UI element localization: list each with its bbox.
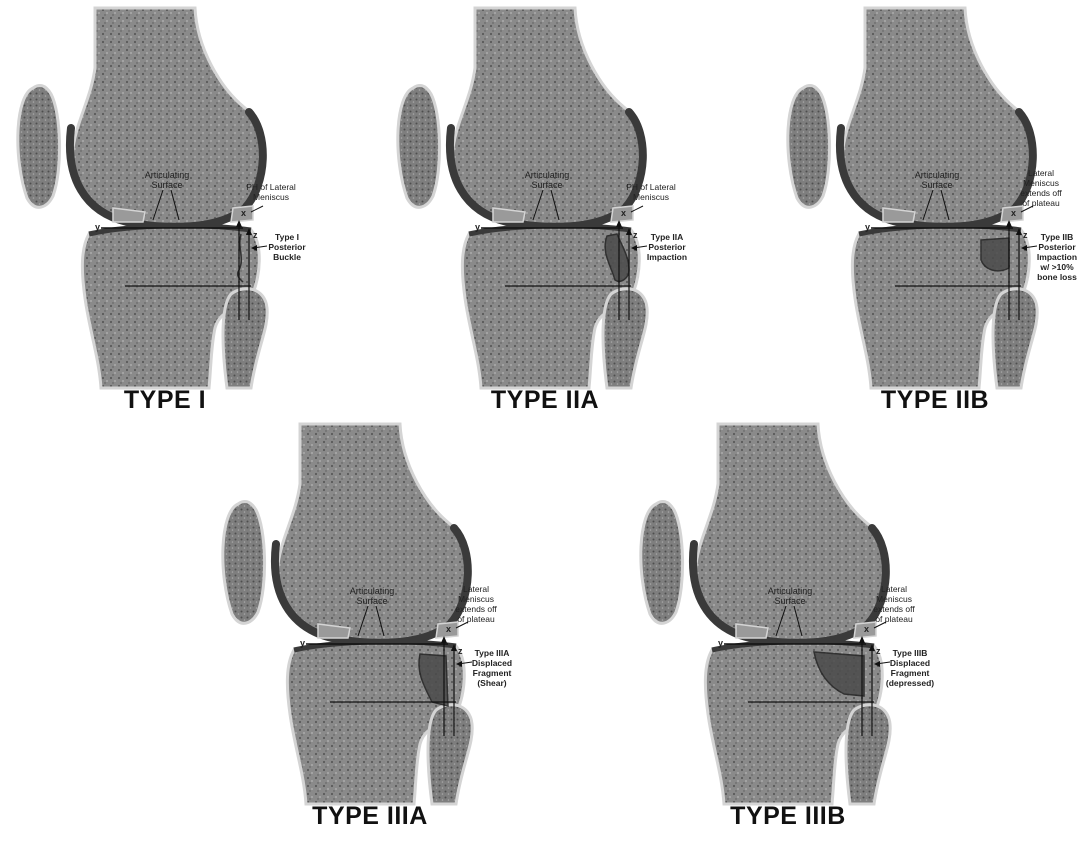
fracture-type-label: Type I bbox=[275, 232, 299, 242]
meniscus-label: Meniscus bbox=[253, 192, 289, 202]
type-title: TYPE IIA bbox=[385, 386, 705, 415]
fracture-type-label: Impaction bbox=[1037, 252, 1077, 262]
fibula-bone bbox=[993, 289, 1037, 388]
meniscus-label: Meniscus bbox=[1023, 178, 1059, 188]
femur-bone bbox=[695, 424, 884, 643]
fibula-bone bbox=[846, 705, 890, 804]
z-label: z bbox=[253, 230, 258, 240]
articulating-surface-label: Articulating bbox=[145, 170, 190, 180]
articulating-surface-label: Surface bbox=[921, 180, 952, 190]
fracture-type-label: Fragment bbox=[891, 668, 930, 678]
fracture-type-label: Fragment bbox=[473, 668, 512, 678]
meniscus-label: of plateau bbox=[1022, 198, 1060, 208]
articulating-surface-label: Articulating bbox=[350, 586, 395, 596]
meniscus-label: of plateau bbox=[875, 614, 913, 624]
patella-bone bbox=[18, 86, 60, 208]
type-title: TYPE IIIA bbox=[210, 802, 530, 831]
meniscus-label: Lateral bbox=[881, 584, 907, 594]
femur-bone bbox=[452, 8, 641, 227]
fracture-type-label: Type IIIB bbox=[893, 648, 928, 658]
y-label: y bbox=[718, 638, 723, 648]
fibula-bone bbox=[428, 705, 472, 804]
z-label: z bbox=[458, 646, 463, 656]
fracture-type-label: Posterior bbox=[648, 242, 686, 252]
fracture-type-label: Displaced bbox=[472, 658, 512, 668]
meniscus-label: PH of Lateral bbox=[626, 182, 676, 192]
fracture-type-label: Impaction bbox=[647, 252, 687, 262]
femur-bone bbox=[277, 424, 466, 643]
meniscus-label: PH of Lateral bbox=[246, 182, 296, 192]
articulating-surface-label: Surface bbox=[151, 180, 182, 190]
fracture-type-label: Type IIIA bbox=[475, 648, 510, 658]
x-label: x bbox=[446, 624, 451, 634]
femur-bone bbox=[72, 8, 261, 227]
z-label: z bbox=[876, 646, 881, 656]
type-title: TYPE IIB bbox=[775, 386, 1079, 415]
fracture-region bbox=[981, 238, 1009, 271]
meniscus-label: of plateau bbox=[457, 614, 495, 624]
meniscus-label: Meniscus bbox=[876, 594, 912, 604]
meniscus-label: extends off bbox=[1020, 188, 1062, 198]
fibula-bone bbox=[603, 289, 647, 388]
y-label: y bbox=[95, 222, 100, 232]
articulating-surface-label: Articulating bbox=[525, 170, 570, 180]
panel-type-iiib: y x z ArticulatingSurface LateralMeniscusext… bbox=[628, 424, 948, 834]
fracture-type-label: (depressed) bbox=[886, 678, 934, 688]
type-title: TYPE I bbox=[5, 386, 325, 415]
type-title: TYPE IIIB bbox=[628, 802, 948, 831]
femur-bone bbox=[842, 8, 1031, 227]
meniscus-label: Meniscus bbox=[458, 594, 494, 604]
y-label: y bbox=[300, 638, 305, 648]
patella-bone bbox=[641, 502, 683, 624]
y-label: y bbox=[865, 222, 870, 232]
meniscus-label: extends off bbox=[873, 604, 915, 614]
x-label: x bbox=[1011, 208, 1016, 218]
z-label: z bbox=[633, 230, 638, 240]
articulating-surface-label: Surface bbox=[531, 180, 562, 190]
x-label: x bbox=[864, 624, 869, 634]
meniscus-label: Meniscus bbox=[633, 192, 669, 202]
fracture-type-label: bone loss bbox=[1037, 272, 1077, 282]
x-label: x bbox=[241, 208, 246, 218]
x-label: x bbox=[621, 208, 626, 218]
articulating-surface-label: Articulating bbox=[768, 586, 813, 596]
knee-illustration: y x z ArticulatingSurface LateralMeniscusext… bbox=[628, 424, 948, 794]
fracture-type-label: Buckle bbox=[273, 252, 301, 262]
fracture-type-label: Type IIA bbox=[651, 232, 683, 242]
fracture-type-label: (Shear) bbox=[477, 678, 506, 688]
y-label: y bbox=[475, 222, 480, 232]
articulating-surface-label: Surface bbox=[356, 596, 387, 606]
meniscus-label: Lateral bbox=[1028, 168, 1054, 178]
patella-bone bbox=[223, 502, 265, 624]
fracture-type-label: Displaced bbox=[890, 658, 930, 668]
fracture-type-label: w/ >10% bbox=[1039, 262, 1074, 272]
patella-bone bbox=[398, 86, 440, 208]
meniscus-label: extends off bbox=[455, 604, 497, 614]
meniscus-label: Lateral bbox=[463, 584, 489, 594]
fracture-type-label: Posterior bbox=[1038, 242, 1076, 252]
articulating-surface-label: Articulating bbox=[915, 170, 960, 180]
fracture-type-label: Type IIB bbox=[1041, 232, 1073, 242]
fibula-bone bbox=[223, 289, 267, 388]
articulating-surface-label: Surface bbox=[774, 596, 805, 606]
z-label: z bbox=[1023, 230, 1028, 240]
knee-illustration: y x z ArticulatingSurface LateralMeniscusext… bbox=[775, 8, 1079, 378]
fracture-type-label: Posterior bbox=[268, 242, 306, 252]
patella-bone bbox=[788, 86, 830, 208]
